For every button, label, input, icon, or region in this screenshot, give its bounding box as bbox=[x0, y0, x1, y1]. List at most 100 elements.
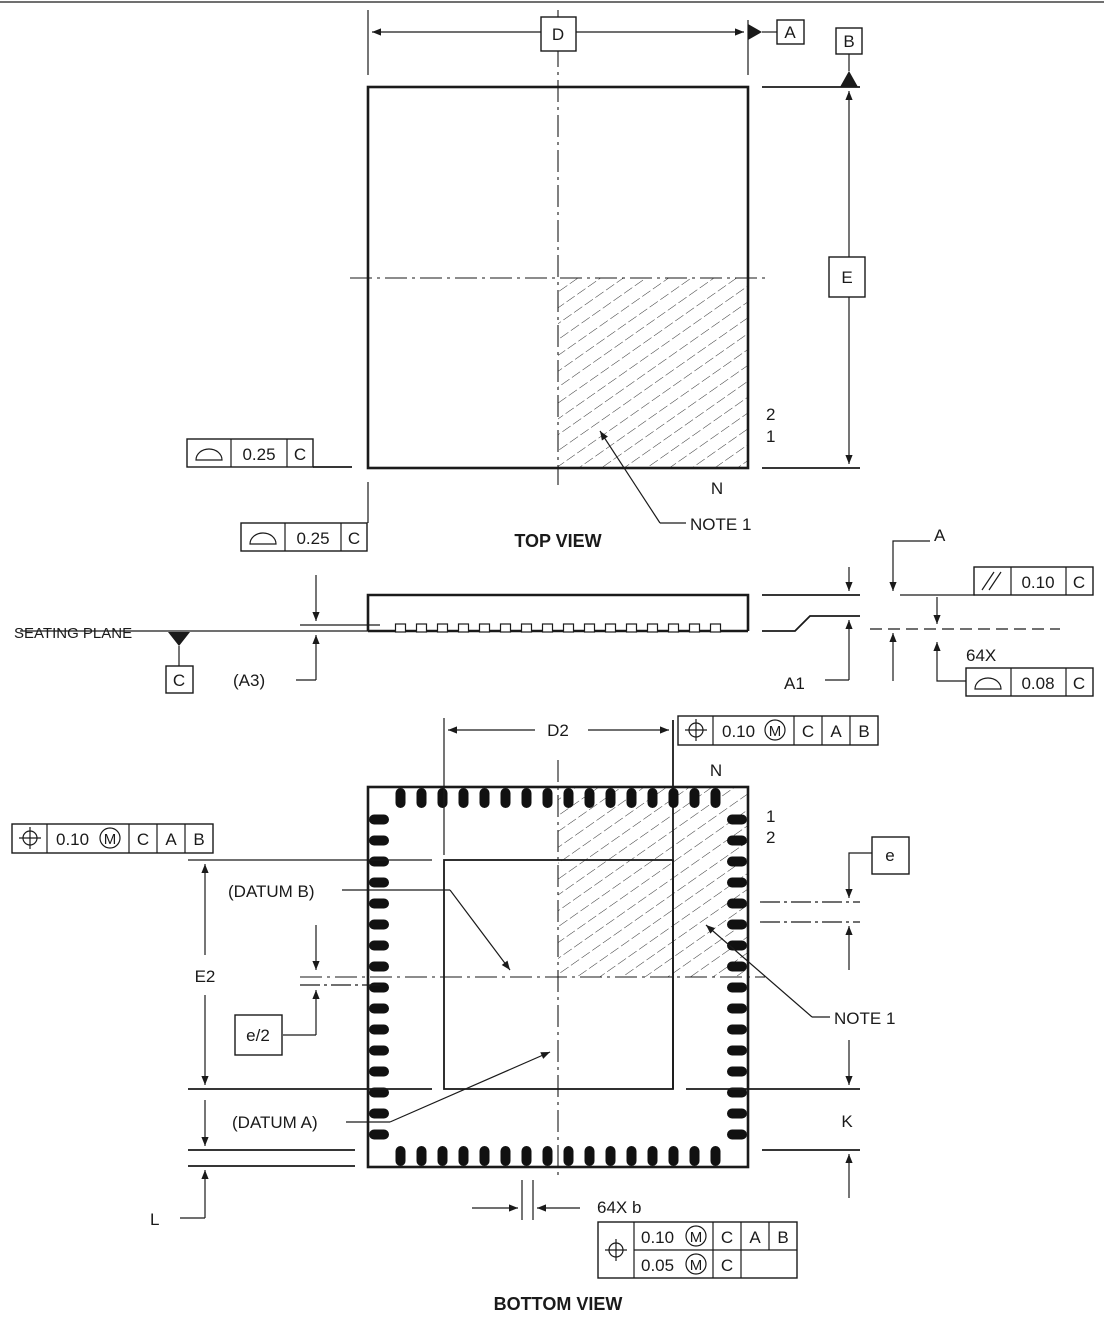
side-lead bbox=[478, 623, 491, 633]
lead-top bbox=[458, 788, 469, 808]
svg-text:A: A bbox=[165, 830, 177, 849]
top-pin-1: 1 bbox=[766, 427, 775, 446]
svg-text:M: M bbox=[104, 831, 117, 848]
lead-bottom bbox=[500, 1146, 511, 1166]
lead-bottom bbox=[395, 1146, 406, 1166]
svg-text:0.10: 0.10 bbox=[641, 1228, 674, 1247]
svg-text:M: M bbox=[690, 1257, 703, 1274]
lead-left bbox=[369, 1045, 389, 1056]
svg-text:M: M bbox=[690, 1229, 703, 1246]
lead-right bbox=[727, 1066, 747, 1077]
lead-bottom bbox=[647, 1146, 658, 1166]
lead-left bbox=[369, 1066, 389, 1077]
lead-bottom bbox=[563, 1146, 574, 1166]
side-lead bbox=[394, 623, 407, 633]
side-lead bbox=[667, 623, 680, 633]
bottom-view-hatch-area bbox=[558, 787, 748, 977]
datum-c-label: C bbox=[173, 671, 185, 690]
lead-left bbox=[369, 961, 389, 972]
svg-text:0.25: 0.25 bbox=[242, 445, 275, 464]
fcf-profile-top1: 0.25 C bbox=[186, 438, 314, 468]
lead-right bbox=[727, 1045, 747, 1056]
datum-a-label: A bbox=[784, 23, 796, 42]
bottom-view-pads bbox=[369, 788, 747, 1166]
fcf-profile-top2: 0.25 C bbox=[240, 522, 368, 552]
lead-top bbox=[563, 788, 574, 808]
dim-e-label: E bbox=[841, 268, 852, 287]
top-view-title: TOP VIEW bbox=[514, 531, 601, 551]
fcf-position-d2: 0.10 M C A B bbox=[677, 715, 879, 746]
lead-bottom bbox=[710, 1146, 721, 1166]
svg-text:C: C bbox=[348, 529, 360, 548]
datum-b-ref: (DATUM B) bbox=[228, 882, 315, 901]
side-lead bbox=[709, 623, 722, 633]
side-lead bbox=[520, 623, 533, 633]
dim-a3-label: (A3) bbox=[233, 671, 265, 690]
dim-d-label: D bbox=[552, 25, 564, 44]
bottom-pin-n: N bbox=[710, 761, 722, 780]
dim-a-side-label: A bbox=[934, 526, 946, 545]
bottom-view-title: BOTTOM VIEW bbox=[494, 1294, 623, 1314]
bottom-view: D2 0.10 M C A B N 1 2 bbox=[11, 715, 910, 1314]
dim-e-half-label: e/2 bbox=[246, 1026, 270, 1045]
lead-top bbox=[647, 788, 658, 808]
side-lead bbox=[415, 623, 428, 633]
lead-bottom bbox=[542, 1146, 553, 1166]
lead-top bbox=[521, 788, 532, 808]
lead-right bbox=[727, 1108, 747, 1119]
lead-left bbox=[369, 940, 389, 951]
svg-text:C: C bbox=[294, 445, 306, 464]
svg-text:0.25: 0.25 bbox=[296, 529, 329, 548]
lead-right bbox=[727, 1024, 747, 1035]
lead-right bbox=[727, 919, 747, 930]
lead-bottom bbox=[521, 1146, 532, 1166]
side-lead bbox=[457, 623, 470, 633]
lead-right bbox=[727, 877, 747, 888]
lead-top bbox=[437, 788, 448, 808]
dim-64x-label: 64X bbox=[966, 646, 996, 665]
lead-right bbox=[727, 856, 747, 867]
datum-a-ref: (DATUM A) bbox=[232, 1113, 318, 1132]
side-lead bbox=[562, 623, 575, 633]
lead-left bbox=[369, 1087, 389, 1098]
lead-right bbox=[727, 814, 747, 825]
fcf-parallel: 0.10 C bbox=[973, 566, 1094, 596]
lead-bottom bbox=[458, 1146, 469, 1166]
dim-d2-label: D2 bbox=[547, 721, 569, 740]
svg-text:A: A bbox=[830, 722, 842, 741]
top-view-hatch-area bbox=[558, 278, 748, 468]
side-lead bbox=[646, 623, 659, 633]
datum-b-label: B bbox=[843, 32, 854, 51]
lead-left bbox=[369, 982, 389, 993]
lead-right bbox=[727, 1129, 747, 1140]
dim-e-label: e bbox=[885, 846, 894, 865]
lead-right bbox=[727, 1003, 747, 1014]
side-lead bbox=[688, 623, 701, 633]
lead-top bbox=[542, 788, 553, 808]
svg-text:A: A bbox=[749, 1228, 761, 1247]
lead-top bbox=[710, 788, 721, 808]
svg-text:0.10: 0.10 bbox=[56, 830, 89, 849]
lead-bottom bbox=[689, 1146, 700, 1166]
lead-left bbox=[369, 1129, 389, 1140]
dim-e2-label: E2 bbox=[195, 967, 216, 986]
dim-k-label: K bbox=[841, 1112, 853, 1131]
bottom-pin-2: 2 bbox=[766, 828, 775, 847]
lead-top bbox=[395, 788, 406, 808]
svg-text:0.10: 0.10 bbox=[722, 722, 755, 741]
side-view: SEATING PLANE C (A3) A1 A 0.10 bbox=[14, 526, 1094, 697]
lead-right bbox=[727, 982, 747, 993]
lead-top bbox=[626, 788, 637, 808]
lead-top bbox=[500, 788, 511, 808]
bottom-pin-1: 1 bbox=[766, 807, 775, 826]
lead-right bbox=[727, 961, 747, 972]
bottom-note1: NOTE 1 bbox=[834, 1009, 895, 1028]
dim-a1-label: A1 bbox=[784, 674, 805, 693]
svg-text:C: C bbox=[1073, 573, 1085, 592]
svg-text:C: C bbox=[802, 722, 814, 741]
lead-left bbox=[369, 898, 389, 909]
lead-top bbox=[416, 788, 427, 808]
top-note1: NOTE 1 bbox=[690, 515, 751, 534]
svg-text:B: B bbox=[193, 830, 204, 849]
lead-left bbox=[369, 1024, 389, 1035]
